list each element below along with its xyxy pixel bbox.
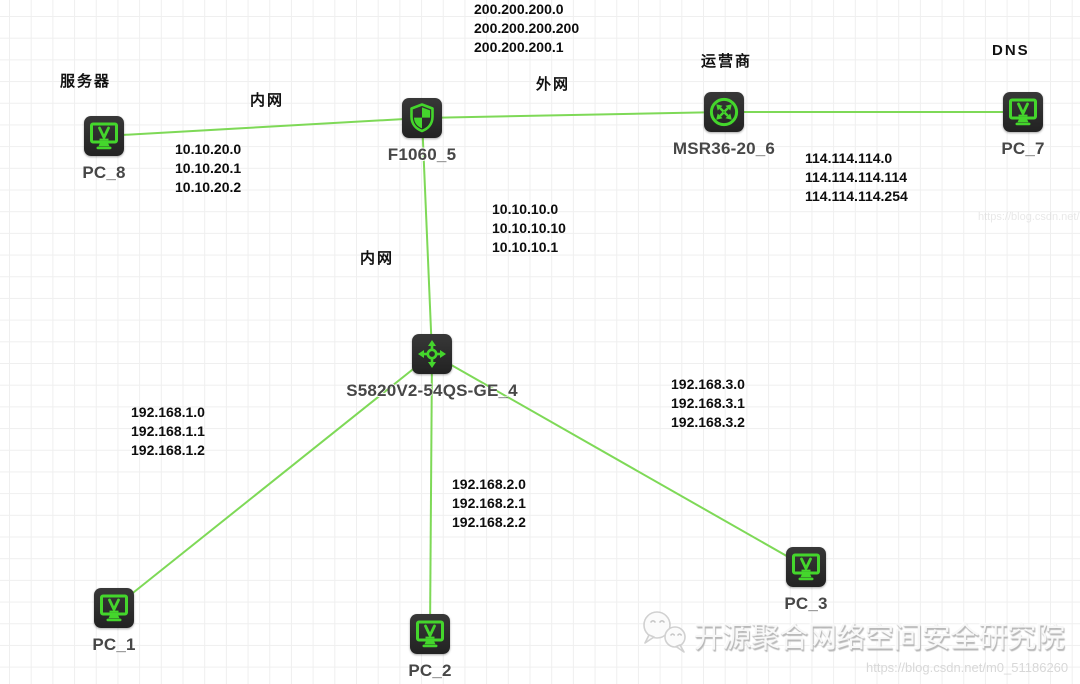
link-switch-pc-1[interactable]	[113, 353, 433, 609]
ip-label-line: 200.200.200.200	[474, 20, 580, 36]
device-switch[interactable]	[412, 334, 452, 374]
device-label-switch: S5820V2-54QS-GE_4	[346, 381, 518, 400]
device-pc-1[interactable]	[94, 588, 134, 628]
device-pc-7[interactable]	[1003, 92, 1043, 132]
ip-label-block: 114.114.114.0 114.114.114.114 114.114.114.…	[805, 149, 908, 206]
device-pc-8[interactable]	[84, 116, 124, 156]
link-pc-8-f1060[interactable]	[103, 117, 423, 137]
watermark-url: https://blog.csdn.net/m0_51186260	[866, 660, 1069, 675]
pc-icon	[1003, 92, 1043, 132]
link-f1060-switch[interactable]	[421, 117, 433, 355]
device-label-msr36: MSR36-20_6	[672, 139, 776, 158]
annotation-label: 内网	[360, 250, 395, 267]
device-pc-2[interactable]	[410, 614, 450, 654]
link-f1060-msr36[interactable]	[421, 111, 725, 119]
annotation-label: 外网	[536, 76, 571, 93]
device-label-pc-1: PC_1	[92, 635, 136, 654]
switch-icon	[412, 334, 452, 374]
watermark: 开源聚合网络空间安全研究院	[638, 608, 1065, 662]
ip-label-block: 192.168.2.0 192.168.2.1 192.168.2.2	[452, 475, 526, 532]
device-msr36[interactable]	[704, 92, 744, 132]
annotation-label: DNS	[992, 42, 1030, 59]
ip-label-line: 10.10.20.2	[175, 179, 242, 195]
ip-label-block: 192.168.3.0 192.168.3.1 192.168.3.2	[671, 375, 745, 432]
device-label-pc-2: PC_2	[408, 661, 452, 680]
ip-label-block: 192.168.1.0 192.168.1.1 192.168.1.2	[131, 403, 205, 460]
ip-label-line: 10.10.10.1	[492, 239, 559, 255]
watermark-text: 开源聚合网络空间安全研究院	[694, 622, 1065, 654]
ip-label-line: 10.10.20.1	[175, 160, 242, 176]
pc-icon	[84, 116, 124, 156]
device-label-pc-7: PC_7	[1001, 139, 1045, 158]
ip-label-line: 192.168.1.2	[131, 442, 205, 458]
ip-label-line: 192.168.2.1	[452, 495, 526, 511]
ip-label-line: 10.10.10.10	[492, 220, 566, 236]
device-f1060[interactable]	[402, 98, 442, 138]
ip-label-block: 200.200.200.0 200.200.200.200 200.200.200.…	[474, 0, 579, 57]
pc-icon	[94, 588, 134, 628]
firewall-icon	[402, 98, 442, 138]
device-pc-3[interactable]	[786, 547, 826, 587]
watermark-url-faint: https://blog.csdn.net/m0_51186260	[978, 211, 1080, 223]
device-label-pc-3: PC_3	[784, 594, 828, 613]
ip-label-line: 114.114.114.114	[805, 169, 908, 185]
ip-label-line: 192.168.2.2	[452, 514, 526, 530]
wechat-icon	[638, 608, 694, 662]
link-switch-pc-2[interactable]	[429, 353, 433, 635]
ip-label-line: 10.10.20.0	[175, 141, 242, 157]
device-label-f1060: F1060_5	[387, 145, 457, 164]
ip-label-line: 200.200.200.0	[474, 1, 564, 17]
ip-label-line: 192.168.1.0	[131, 404, 205, 420]
ip-label-line: 192.168.3.0	[671, 376, 745, 392]
ip-label-line: 10.10.10.0	[492, 201, 559, 217]
ip-label-line: 192.168.3.1	[671, 395, 745, 411]
annotation-label: 运营商	[701, 53, 753, 70]
ip-label-line: 200.200.200.1	[474, 39, 564, 55]
device-label-pc-8: PC_8	[82, 163, 126, 182]
ip-label-block: 10.10.10.0 10.10.10.10 10.10.10.1	[492, 200, 566, 257]
ip-label-line: 192.168.2.0	[452, 476, 526, 492]
ip-label-line: 114.114.114.0	[805, 150, 893, 166]
ip-label-line: 192.168.3.2	[671, 414, 745, 430]
ip-label-line: 192.168.1.1	[131, 423, 205, 439]
pc-icon	[786, 547, 826, 587]
router-icon	[704, 92, 744, 132]
ip-label-block: 10.10.20.0 10.10.20.1 10.10.20.2	[175, 140, 241, 197]
annotation-label: 内网	[250, 92, 285, 109]
pc-icon	[410, 614, 450, 654]
ip-label-line: 114.114.114.254	[805, 188, 908, 204]
link-switch-pc-3[interactable]	[431, 353, 807, 568]
annotation-label: 服务器	[60, 73, 112, 90]
